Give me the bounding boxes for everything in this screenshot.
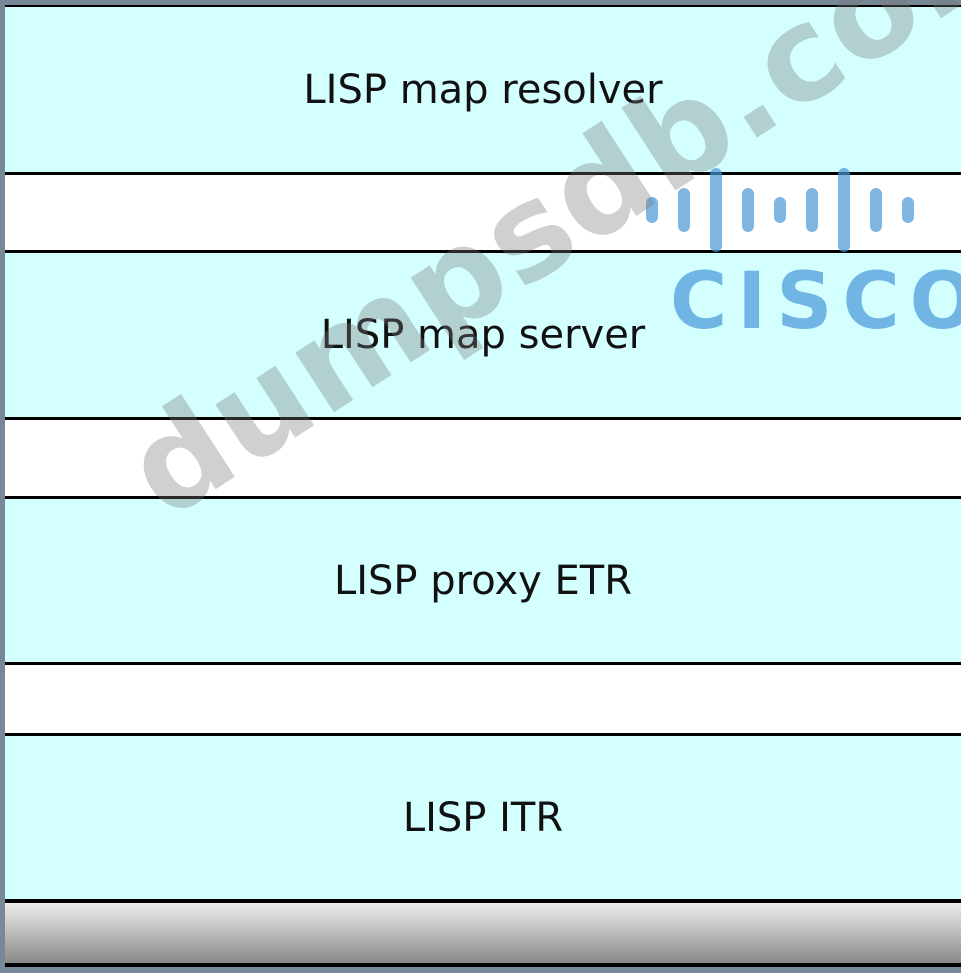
cisco-logo-text: CISCO: [670, 257, 961, 347]
base-bar: [5, 903, 961, 963]
layer-label: LISP proxy ETR: [333, 557, 633, 604]
layer-label: LISP map resolver: [303, 66, 663, 113]
cisco-bars-icon: [640, 165, 960, 255]
divider: [5, 172, 961, 175]
lisp-layer-stack: LISP map resolver LISP map server LISP p…: [5, 5, 961, 968]
divider: [5, 733, 961, 736]
divider: [5, 417, 961, 420]
divider: [5, 963, 961, 967]
gap: [5, 420, 961, 496]
layer-label: LISP ITR: [402, 794, 564, 841]
gap: [5, 665, 961, 733]
layer-map-resolver: LISP map resolver: [5, 7, 961, 172]
layer-itr: LISP ITR: [5, 736, 961, 899]
divider: [5, 496, 961, 499]
layer-map-server: LISP map server: [5, 253, 961, 417]
divider: [5, 662, 961, 665]
divider: [5, 5, 961, 7]
cisco-logo-watermark: CISCO: [640, 165, 961, 347]
divider: [5, 899, 961, 903]
divider: [5, 250, 961, 253]
layer-label: LISP map server: [320, 312, 646, 358]
layer-proxy-etr: LISP proxy ETR: [5, 499, 961, 662]
gap: [5, 175, 961, 250]
